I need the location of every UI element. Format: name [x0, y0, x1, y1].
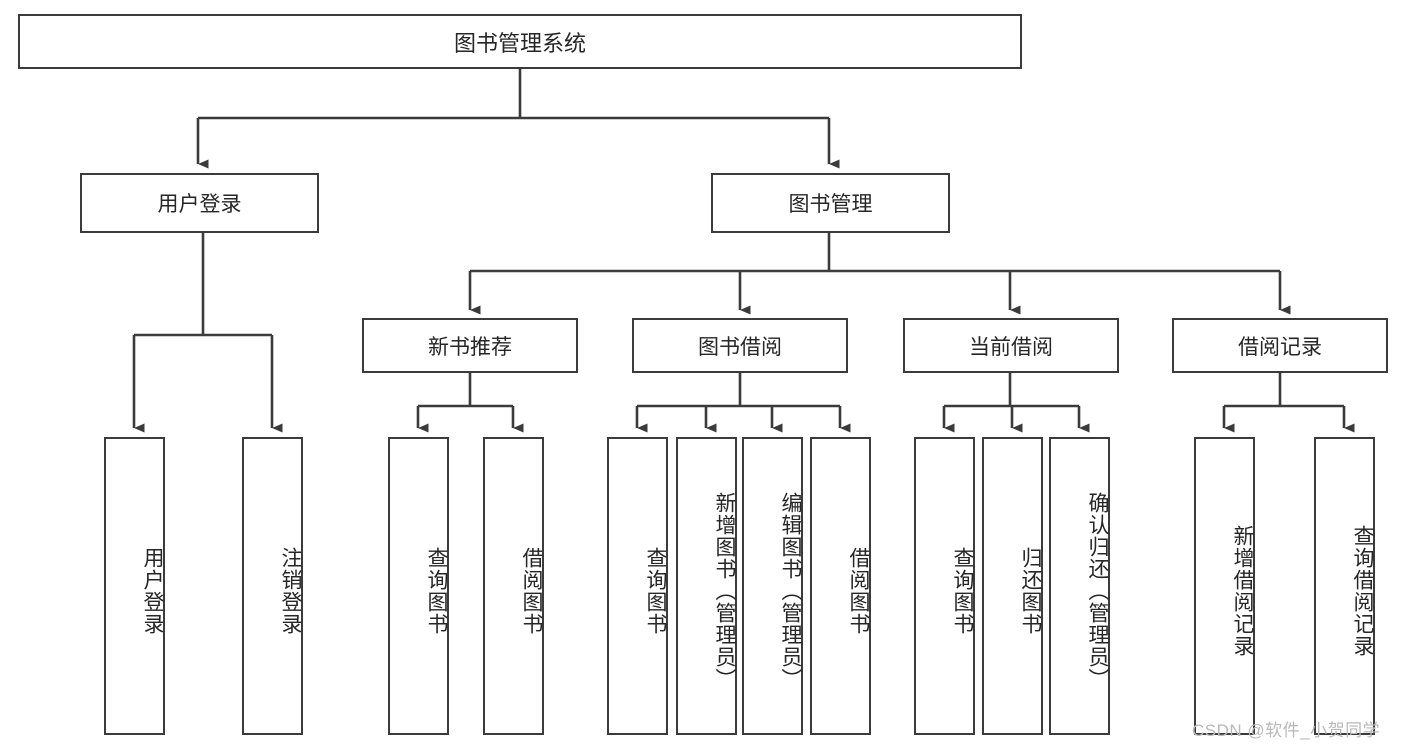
- node-leaf-query-book-current[interactable]: 查询图书: [914, 437, 975, 735]
- node-leaf-query-book-newbook[interactable]: 查询图书: [388, 437, 449, 735]
- node-leaf-query-book-borrow[interactable]: 查询图书: [607, 437, 668, 735]
- node-level1-book-management[interactable]: 图书管理: [711, 173, 950, 233]
- node-leaf-user-login[interactable]: 用户登录: [104, 437, 165, 735]
- node-leaf-confirm-return-admin[interactable]: 确认归还（管理员）: [1049, 437, 1110, 735]
- node-level2-current-borrow[interactable]: 当前借阅: [903, 318, 1119, 373]
- node-leaf-return-book[interactable]: 归还图书: [982, 437, 1043, 735]
- node-leaf-logout[interactable]: 注销登录: [242, 437, 303, 735]
- node-root[interactable]: 图书管理系统: [18, 14, 1022, 69]
- node-leaf-borrow-book[interactable]: 借阅图书: [810, 437, 871, 735]
- node-leaf-edit-book-admin[interactable]: 编辑图书（管理员）: [742, 437, 803, 735]
- node-leaf-borrow-book-newbook[interactable]: 借阅图书: [483, 437, 544, 735]
- csdn-watermark: CSDN @软件_小贺同学: [1192, 721, 1381, 740]
- node-leaf-add-book-admin[interactable]: 新增图书（管理员）: [676, 437, 737, 735]
- node-level2-new-book-recommend[interactable]: 新书推荐: [362, 318, 578, 373]
- node-leaf-add-borrow-record[interactable]: 新增借阅记录: [1194, 437, 1255, 735]
- node-level2-borrow-record[interactable]: 借阅记录: [1172, 318, 1388, 373]
- node-level1-user-login[interactable]: 用户登录: [80, 173, 319, 233]
- node-leaf-query-borrow-record[interactable]: 查询借阅记录: [1314, 437, 1375, 735]
- node-level2-book-borrow[interactable]: 图书借阅: [632, 318, 848, 373]
